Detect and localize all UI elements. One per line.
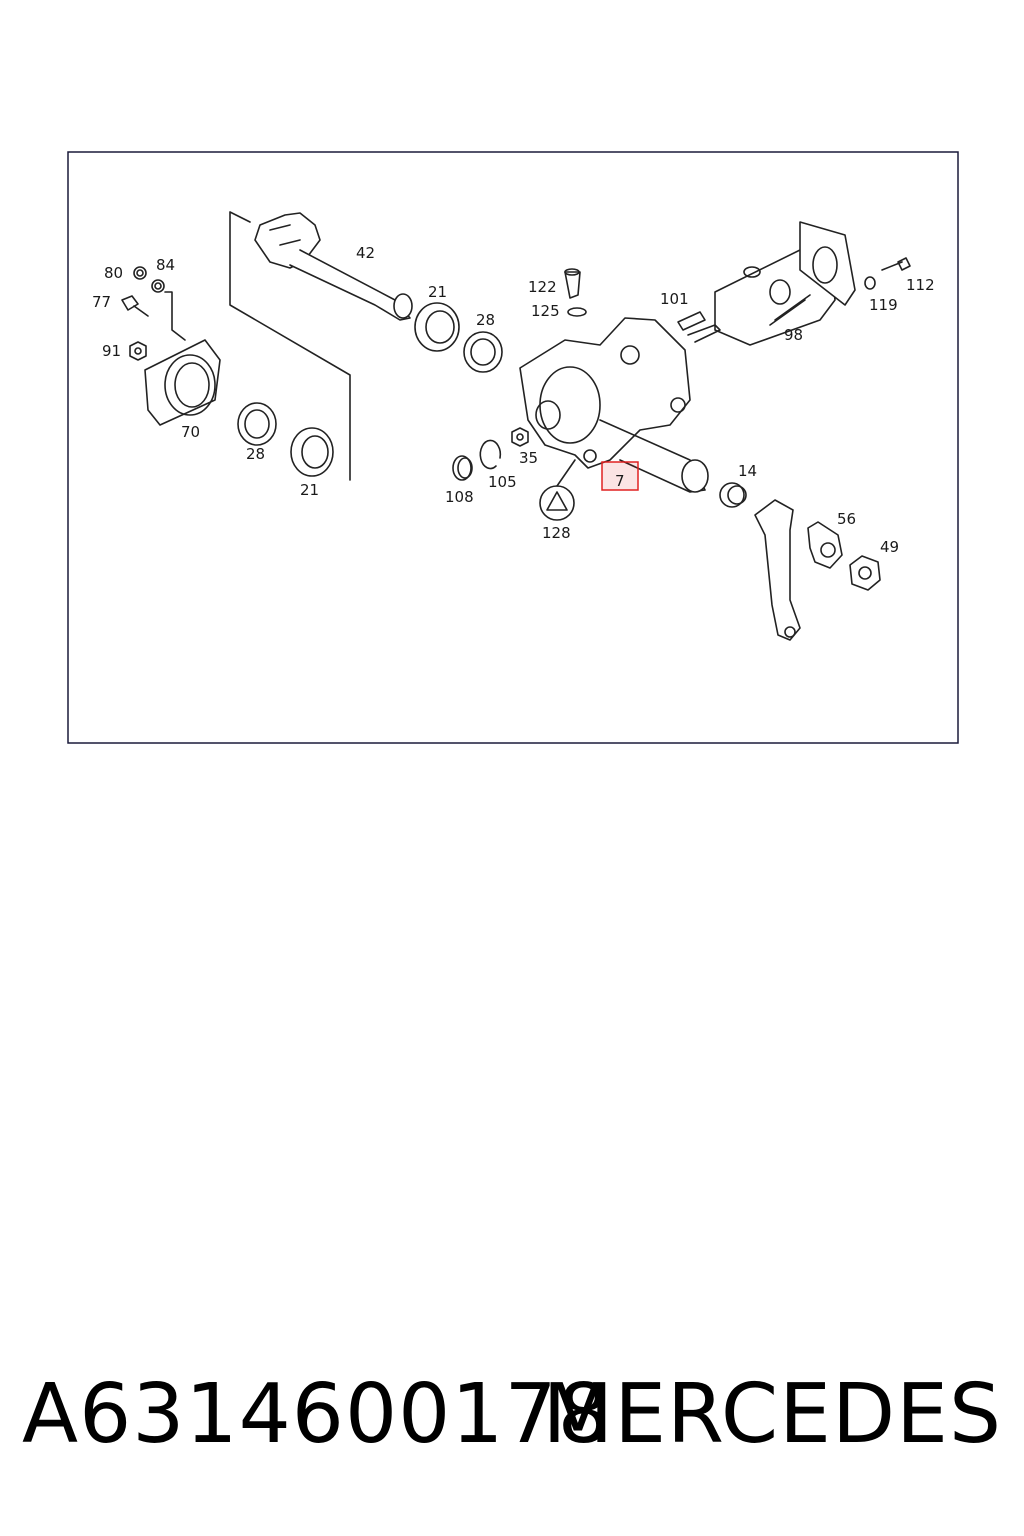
part-101-bolt xyxy=(677,311,721,343)
part-21-bearing-upper xyxy=(414,302,460,352)
part-7-steering-gear-housing xyxy=(519,317,709,493)
callout-112: 112 xyxy=(906,276,935,294)
callout-21-upper: 21 xyxy=(428,283,447,301)
callout-125: 125 xyxy=(531,302,560,320)
part-112-bolt xyxy=(881,257,911,271)
callout-119: 119 xyxy=(869,296,898,314)
callout-42: 42 xyxy=(356,244,375,262)
part-56-lock-washer xyxy=(807,521,843,569)
callout-56: 56 xyxy=(837,510,856,528)
callout-84: 84 xyxy=(156,256,175,274)
part-number-text: A6314600178 xyxy=(22,1367,611,1462)
callout-70: 70 xyxy=(181,423,200,441)
part-21-bearing-lower xyxy=(290,427,334,477)
callout-21-lower: 21 xyxy=(300,481,319,499)
diagram-frame xyxy=(67,151,959,744)
callout-108: 108 xyxy=(445,488,474,506)
callout-7-highlight xyxy=(601,461,639,491)
part-119-washer xyxy=(864,276,876,290)
callout-98: 98 xyxy=(784,326,803,344)
callout-91: 91 xyxy=(102,342,121,360)
pitman-arm xyxy=(754,499,801,641)
callout-122: 122 xyxy=(528,278,557,296)
part-28-washer-upper xyxy=(463,331,503,373)
part-125-seal xyxy=(567,307,587,317)
part-122-pin xyxy=(564,268,581,299)
callout-101: 101 xyxy=(660,290,689,308)
brand-text: MERCEDES xyxy=(542,1367,1002,1462)
part-128-cover-plate xyxy=(539,459,576,521)
part-49-nut xyxy=(849,555,881,591)
part-91-nut xyxy=(129,341,147,361)
part-77-bolt xyxy=(121,295,149,317)
part-35-nut xyxy=(511,427,529,447)
part-108-ring xyxy=(452,455,473,481)
callout-14: 14 xyxy=(738,462,757,480)
part-98-valve-body xyxy=(714,221,856,346)
part-80-nut xyxy=(133,266,147,280)
part-28-washer-lower xyxy=(237,402,277,446)
callout-77: 77 xyxy=(92,293,111,311)
part-14-bush xyxy=(719,482,747,508)
callout-80: 80 xyxy=(104,264,123,282)
callout-105: 105 xyxy=(488,473,517,491)
shaft-bracket-lines xyxy=(229,211,351,481)
part-42-steering-shaft xyxy=(254,212,413,321)
part-84-washer xyxy=(151,279,165,293)
callout-labels: 42 21 28 80 84 77 91 70 28 21 122 125 10… xyxy=(92,244,935,556)
part-70-cover-flange xyxy=(144,339,221,426)
leader-84-70 xyxy=(164,291,186,341)
footer-caption: A6314600178 MERCEDES xyxy=(0,1360,1024,1480)
callout-28-upper: 28 xyxy=(476,311,495,329)
callout-7: 7 xyxy=(615,472,625,490)
part-105-circlip xyxy=(479,439,502,470)
callout-35: 35 xyxy=(519,449,538,467)
callout-128: 128 xyxy=(542,524,571,542)
callout-49: 49 xyxy=(880,538,899,556)
callout-28-lower: 28 xyxy=(246,445,265,463)
